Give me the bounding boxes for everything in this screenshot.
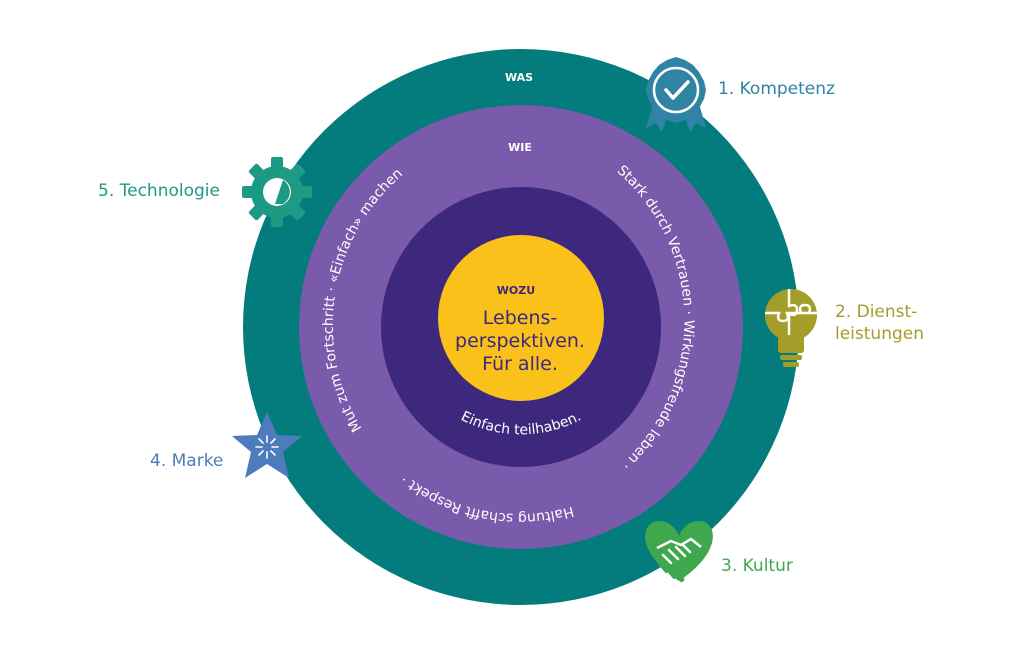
category-label-dienstleistungen-line-2: leistungen bbox=[835, 324, 925, 344]
category-label-dienstleistungen: 2. Dienst- leistungen bbox=[835, 301, 924, 345]
category-label-technologie: 5. Technologie bbox=[98, 181, 220, 201]
category-label-dienstleistungen-line-1: 2. Dienst- bbox=[835, 302, 918, 322]
category-label-kompetenz: 1. Kompetenz bbox=[718, 79, 835, 99]
star-icon bbox=[232, 412, 302, 478]
ring-label-was: WAS bbox=[505, 71, 533, 84]
category-label-marke: 4. Marke bbox=[150, 451, 224, 471]
core-circle-wozu bbox=[438, 235, 604, 401]
ring-label-wie: WIE bbox=[508, 141, 532, 154]
award-badge-icon bbox=[646, 57, 706, 132]
core-text-line-2: perspektiven. bbox=[455, 330, 585, 352]
handshake-heart-icon bbox=[645, 521, 713, 583]
category-label-kultur: 3. Kultur bbox=[721, 556, 793, 576]
core-text-line-3: Für alle. bbox=[482, 353, 558, 375]
gear-icon bbox=[242, 157, 312, 227]
core-text-line-1: Lebens- bbox=[483, 307, 558, 329]
ring-label-wozu: WOZU bbox=[497, 284, 535, 297]
puzzle-bulb-icon bbox=[765, 289, 817, 367]
